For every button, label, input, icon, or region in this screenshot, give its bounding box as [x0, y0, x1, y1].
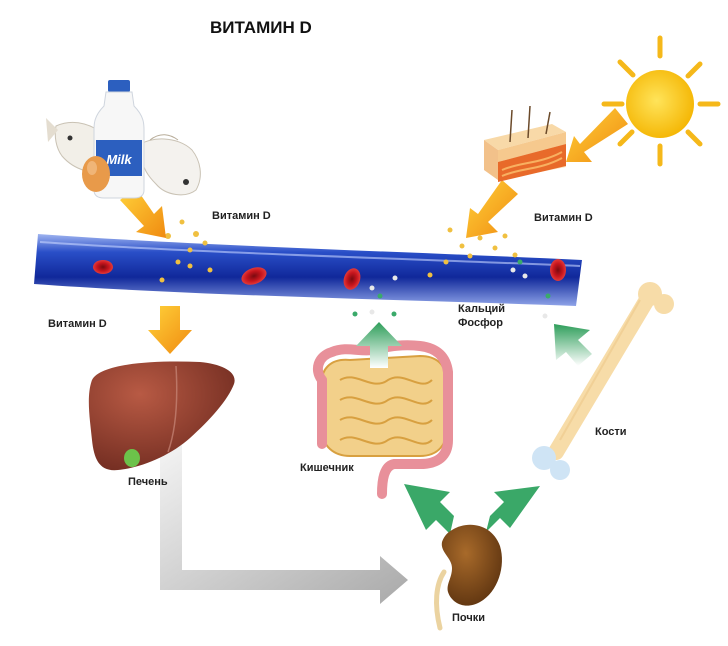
- label-intestine: Кишечник: [300, 462, 354, 474]
- kidney-to-intestine-arrow: [404, 484, 454, 534]
- intestine-icon: [312, 340, 453, 499]
- label-vitamin-d-liver: Витамин D: [48, 318, 107, 330]
- liver-icon: [88, 361, 235, 471]
- vessel-to-liver-arrow: [148, 306, 192, 354]
- milk-label: Milk: [106, 152, 132, 167]
- kidney-to-bone-arrow: [486, 486, 540, 532]
- food-to-vessel-arrow: [120, 188, 166, 238]
- skin-icon: [484, 105, 566, 182]
- label-vitamin-d-food: Витамин D: [212, 210, 271, 222]
- sun-icon: [601, 35, 721, 167]
- label-vitamin-d-sun: Витамин D: [534, 212, 593, 224]
- skin-to-vessel-arrow: [466, 180, 518, 238]
- blood-vessel-icon: [34, 234, 582, 306]
- sun-to-skin-arrow: [566, 108, 628, 162]
- vitamin-particles: [159, 219, 518, 283]
- blood-cell: [550, 259, 566, 281]
- liver-to-kidney-arrow: [160, 445, 408, 604]
- mineral-particles: [352, 259, 551, 319]
- bone-icon: [532, 282, 674, 480]
- bone-to-vessel-arrow: [554, 324, 592, 366]
- label-phosphorus: Фосфор: [458, 317, 503, 329]
- intestine-to-vessel-arrow: [356, 322, 402, 368]
- blood-cell: [343, 268, 361, 290]
- blood-cell: [93, 260, 113, 274]
- blood-cell: [241, 267, 267, 285]
- label-calcium: Кальций: [458, 303, 506, 315]
- label-liver: Печень: [128, 476, 168, 488]
- label-kidneys: Почки: [452, 612, 486, 624]
- kidney-icon: [434, 524, 502, 631]
- blood-cells: [93, 259, 566, 290]
- page-title: ВИТАМИН D: [210, 18, 312, 37]
- egg-icon: [82, 156, 110, 192]
- label-bones: Кости: [595, 426, 627, 438]
